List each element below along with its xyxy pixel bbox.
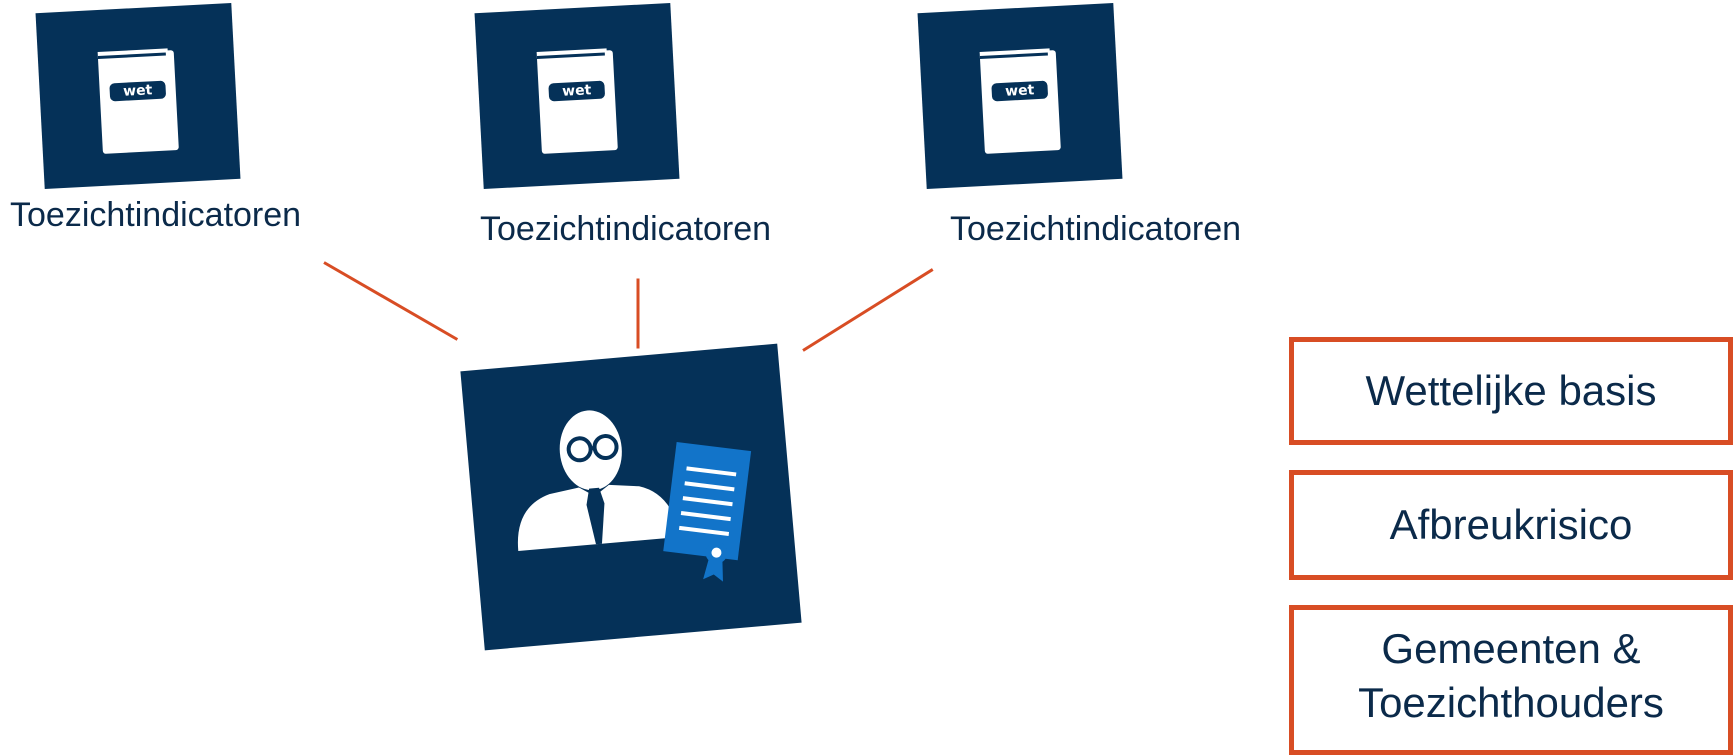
reputation-risk-box: Afbreukrisico (1289, 470, 1733, 580)
indicator-label-3: Toezichtindicatoren (950, 210, 1241, 249)
supervisors-text: Toezichthouders (1358, 676, 1664, 730)
indicator-label-1: Toezichtindicatoren (10, 196, 301, 235)
municipalities-supervisors-box: Gemeenten & Toezichthouders (1289, 605, 1733, 755)
law-book-icon: wet (978, 46, 1063, 155)
law-book-tile-3: wet (918, 3, 1123, 189)
indicator-label-2: Toezichtindicatoren (480, 210, 771, 249)
connector-line-middle (637, 279, 640, 349)
municipalities-text: Gemeenten & (1381, 622, 1640, 676)
reputation-risk-text: Afbreukrisico (1390, 498, 1633, 552)
connector-line-left (323, 261, 458, 341)
law-book-tile-1: wet (36, 3, 241, 189)
legal-basis-text: Wettelijke basis (1365, 364, 1656, 418)
law-book-tile-2: wet (475, 3, 680, 189)
law-book-icon: wet (535, 46, 620, 155)
law-book-icon: wet (96, 46, 181, 155)
legal-basis-box: Wettelijke basis (1289, 337, 1733, 445)
wet-badge: wet (562, 82, 592, 100)
inspector-tile (460, 344, 801, 651)
inspector-with-certificate-icon (460, 344, 801, 651)
connector-line-right (802, 268, 933, 352)
wet-badge: wet (123, 82, 153, 100)
wet-badge: wet (1005, 82, 1035, 100)
